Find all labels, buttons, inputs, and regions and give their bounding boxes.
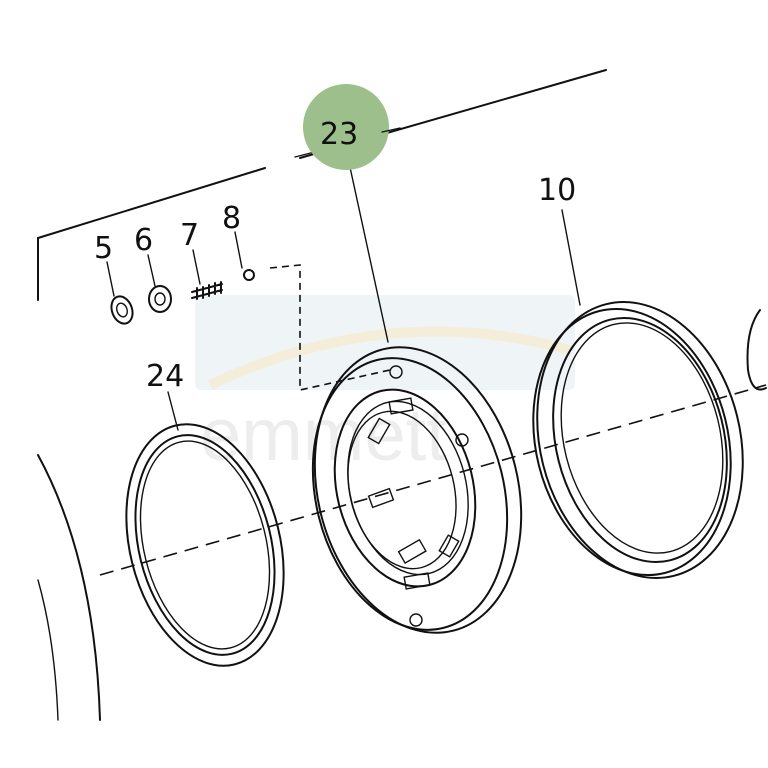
part-23-hole [455,433,469,447]
part-8 [243,269,255,281]
leader-6 [147,254,156,287]
part-23-rim-side [311,357,509,631]
part-7-spring [191,281,223,300]
part-23-plate [311,346,523,634]
callout-23: 23 [320,117,358,152]
leader-7 [192,249,201,285]
part-23-hole [389,365,403,379]
part-6-shape [148,285,172,313]
lug [367,487,395,509]
part-8-ball [243,269,255,281]
leader-8 [234,231,243,269]
part-6 [148,285,172,313]
callout-24: 24 [146,359,184,394]
part-5 [110,295,134,325]
part-6-hole [154,292,166,306]
lug [438,534,460,558]
part-24-inner-lip [139,440,271,650]
part-24-inner [134,434,276,656]
watermark-swoosh [207,326,572,390]
housing-bottom-curve [37,454,101,721]
part-10-outer [536,301,744,579]
callout-8: 8 [222,201,241,236]
housing-top-edge [37,167,266,239]
callout-23-highlight [303,84,389,170]
callout-5: 5 [94,231,113,266]
part-23-bore-inner [347,410,457,570]
leader-lines [106,157,581,431]
housing-inner-curve [37,579,59,721]
part-23-outer-rim [313,346,523,634]
part-24-outer [125,423,285,667]
lug [403,572,431,590]
leader-23 [347,157,389,343]
leader-24 [167,391,179,431]
part-10-inner [552,316,728,564]
assembly-guide-dash [269,264,391,391]
callout-6: 6 [134,223,153,258]
housing-right-flange [746,309,767,391]
part-23-hole [409,613,423,627]
part-5-hole [116,302,128,318]
watermark-band [195,295,575,390]
part-24-seal-ring [125,423,285,667]
lug [388,397,414,415]
watermark-text: emmett [200,393,447,476]
lug [367,417,391,445]
part-10-inner-lip [560,322,724,554]
part-10-outer-side [532,307,732,577]
part-23-lugs [367,397,460,590]
part-10-seal-ring [532,301,744,579]
callout-7: 7 [180,218,199,253]
leader-5 [106,261,115,297]
center-axis-line [99,384,767,576]
callout-10: 10 [538,173,576,208]
center-axis [99,384,767,576]
part-5-shape [110,295,134,325]
part-7 [191,281,223,300]
watermark: emmett [195,295,575,476]
callout-23-tail [381,127,401,133]
lug [397,538,427,565]
leader-10 [561,209,581,306]
